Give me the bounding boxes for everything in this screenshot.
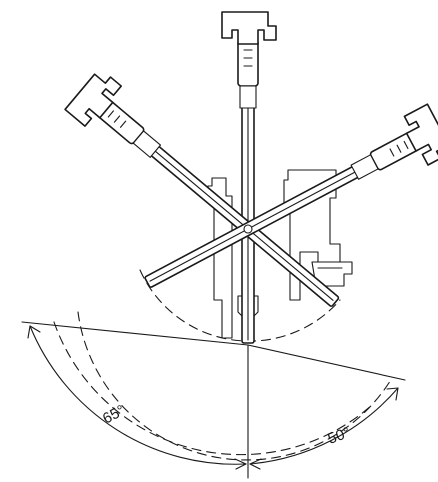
arm-vertical — [221, 11, 277, 344]
arm-left-position — [64, 73, 340, 307]
angle-dimension-50 — [249, 387, 399, 470]
sweep-boundaries — [21, 321, 406, 479]
arm-right-position — [144, 103, 438, 288]
angle-label-right: 50° — [326, 424, 353, 448]
sweep-arcs — [53, 269, 393, 461]
angle-dimension-65 — [27, 325, 247, 470]
angle-label-left: 65° — [100, 402, 128, 428]
pivot-point — [243, 224, 253, 234]
